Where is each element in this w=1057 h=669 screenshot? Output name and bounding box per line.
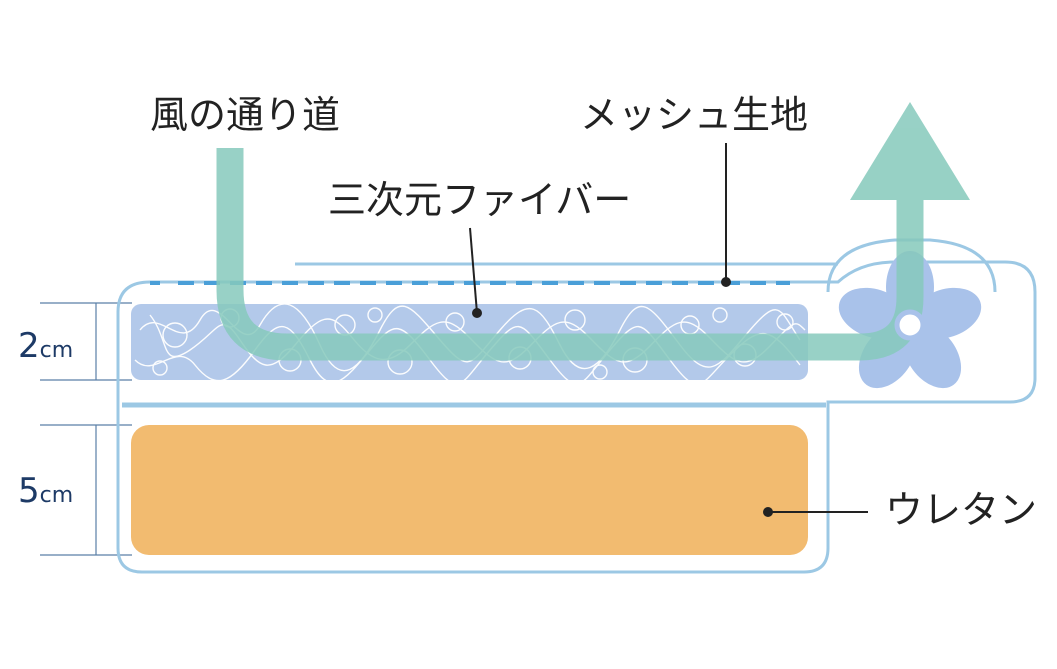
dimension-5cm-unit: cm	[40, 483, 74, 508]
urethane-leader-dot	[763, 507, 773, 517]
dimension-2cm-unit: cm	[40, 338, 74, 363]
urethane-label: ウレタン	[885, 488, 1037, 532]
dimension-markers	[40, 302, 132, 556]
mesh-leader-dot	[721, 277, 731, 287]
dimension-5cm-label: 5cm	[18, 471, 73, 511]
dimension-2cm-label: 2cm	[18, 326, 73, 366]
fiber-leader-dot	[472, 308, 482, 318]
dimension-2cm-number: 2	[18, 326, 40, 366]
urethane-layer	[131, 425, 808, 555]
airflow-label: 風の通り道	[150, 93, 340, 137]
fiber-leader-line	[469, 227, 478, 314]
fan-hub-icon	[894, 309, 926, 341]
fiber-label: 三次元ファイバー	[328, 178, 631, 222]
mesh-label: メッシュ生地	[580, 93, 808, 137]
dimension-5cm-number: 5	[18, 471, 40, 511]
